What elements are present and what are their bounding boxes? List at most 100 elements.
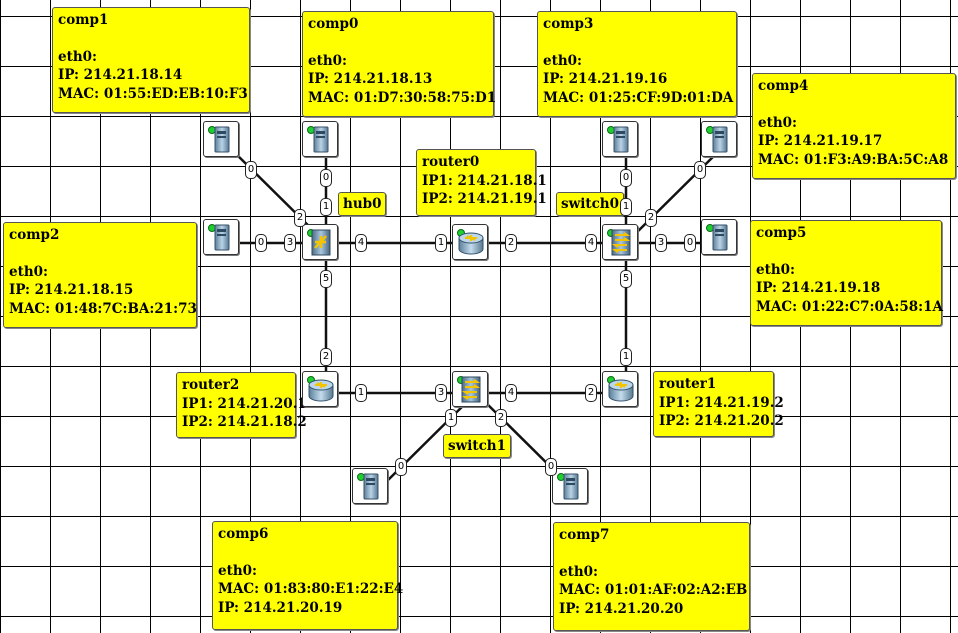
comp7-ip: IP: 214.21.20.20	[559, 600, 684, 617]
port-comp1: 0	[245, 161, 257, 179]
link-switch1-comp6	[375, 392, 477, 493]
router0-info: router0 IP1: 214.21.18.1 IP2: 214.21.19.…	[416, 149, 547, 216]
router2-name: router2	[182, 377, 240, 393]
port-router2-hub0: 2	[320, 348, 332, 366]
comp5-ip: IP: 214.21.19.18	[756, 280, 881, 297]
comp1-ip: IP: 214.21.18.14	[58, 67, 183, 84]
comp3-info: comp3 eth0: IP: 214.21.19.16 MAC: 01:25:…	[537, 11, 737, 117]
comp0-name: comp0	[308, 16, 359, 32]
hub0-node[interactable]	[302, 224, 338, 260]
comp1-mac: MAC: 01:55:ED:EB:10:F3	[58, 85, 248, 102]
comp6-iface: eth0:	[218, 562, 258, 579]
comp5-name: comp5	[756, 225, 807, 241]
port-comp3: 0	[620, 169, 632, 187]
port-router1-switch0: 1	[620, 348, 632, 366]
server-tower-icon	[712, 224, 728, 251]
comp5-info: comp5 eth0: IP: 214.21.19.18 MAC: 01:22:…	[750, 220, 943, 326]
router2-ip1: IP1: 214.21.20.1	[182, 395, 307, 412]
router1-node[interactable]	[602, 371, 638, 407]
comp3-ip: IP: 214.21.19.16	[543, 71, 668, 88]
comp4-mac: MAC: 01:F3:A9:BA:5C:A8	[758, 151, 949, 168]
comp1-node[interactable]	[203, 121, 239, 157]
router1-ip1: IP1: 214.21.19.2	[659, 394, 784, 411]
comp7-info: comp7 eth0: MAC: 01:01:AF:02:A2:EB IP: 2…	[553, 522, 750, 631]
port-switch1-comp7: 2	[495, 409, 507, 427]
comp4-node[interactable]	[701, 121, 737, 157]
port-comp7: 0	[545, 458, 557, 476]
comp3-node[interactable]	[602, 121, 638, 157]
link-comp4-switch0	[625, 144, 726, 244]
comp5-iface: eth0:	[756, 261, 796, 278]
comp2-mac: MAC: 01:48:7C:BA:21:73	[9, 300, 197, 317]
comp1-info: comp1 eth0: IP: 214.21.18.14 MAC: 01:55:…	[52, 7, 250, 113]
switch1-label: switch1	[443, 434, 512, 458]
port-comp6: 0	[395, 458, 407, 476]
port-switch0-comp5: 3	[655, 234, 667, 252]
comp1-name: comp1	[58, 12, 109, 28]
comp5-mac: MAC: 01:22:C7:0A:58:1A	[756, 298, 943, 315]
port-switch1-router2: 3	[435, 384, 447, 402]
comp6-name: comp6	[218, 526, 269, 542]
router0-node[interactable]	[452, 224, 488, 260]
comp6-mac: MAC: 01:83:80:E1:22:E4	[218, 581, 404, 598]
comp2-node[interactable]	[203, 219, 239, 255]
port-router0-hub0: 1	[435, 234, 447, 252]
server-tower-icon	[712, 126, 728, 153]
port-router1-switch1: 2	[585, 384, 597, 402]
router2-node[interactable]	[302, 371, 338, 407]
port-hub0-router0: 4	[355, 234, 367, 252]
comp2-ip: IP: 214.21.18.15	[9, 282, 134, 299]
comp4-iface: eth0:	[758, 114, 798, 131]
port-router0-switch0: 2	[505, 234, 517, 252]
server-tower-icon	[313, 126, 329, 153]
comp3-iface: eth0:	[543, 52, 583, 69]
port-hub0-router2: 5	[320, 270, 332, 288]
port-switch1-comp6: 1	[445, 409, 457, 427]
hub-icon	[311, 229, 331, 256]
comp0-node[interactable]	[302, 121, 338, 157]
switch0-node[interactable]	[602, 224, 638, 260]
port-switch1-router1: 4	[505, 384, 517, 402]
router0-name: router0	[422, 154, 480, 170]
comp7-iface: eth0:	[559, 563, 599, 580]
switch0-label: switch0	[556, 192, 625, 216]
server-tower-icon	[363, 473, 379, 500]
comp0-ip: IP: 214.21.18.13	[308, 71, 433, 88]
port-switch0-router1: 5	[620, 270, 632, 288]
comp0-mac: MAC: 01:D7:30:58:75:D1	[308, 89, 497, 106]
switch1-node[interactable]	[452, 371, 488, 407]
comp5-node[interactable]	[701, 219, 737, 255]
port-comp5: 0	[684, 234, 696, 252]
server-tower-icon	[563, 473, 579, 500]
comp1-iface: eth0:	[58, 48, 98, 65]
port-hub0-comp2: 3	[284, 234, 296, 252]
port-router2-switch1: 1	[355, 384, 367, 402]
port-hub0-comp1: 2	[294, 209, 306, 227]
comp4-info: comp4 eth0: IP: 214.21.19.17 MAC: 01:F3:…	[752, 73, 956, 179]
comp6-info: comp6 eth0: MAC: 01:83:80:E1:22:E4 IP: 2…	[212, 521, 404, 630]
comp7-node[interactable]	[552, 468, 588, 504]
server-tower-icon	[613, 126, 629, 153]
comp3-name: comp3	[543, 16, 594, 32]
comp4-ip: IP: 214.21.19.17	[758, 133, 883, 150]
comp6-node[interactable]	[352, 468, 388, 504]
router2-ip2: IP2: 214.21.18.2	[182, 414, 307, 431]
port-switch0-comp3: 1	[620, 198, 632, 216]
router1-info: router1 IP1: 214.21.19.2 IP2: 214.21.20.…	[653, 371, 784, 437]
router-icon	[608, 379, 634, 402]
router2-info: router2 IP1: 214.21.20.1 IP2: 214.21.18.…	[176, 372, 307, 438]
comp2-iface: eth0:	[9, 263, 49, 280]
switch-icon	[611, 229, 631, 256]
router-icon	[308, 379, 334, 402]
server-tower-icon	[214, 224, 230, 251]
comp4-name: comp4	[758, 78, 809, 94]
comp7-name: comp7	[559, 527, 610, 543]
port-switch0-comp4: 2	[645, 209, 657, 227]
comp0-iface: eth0:	[308, 52, 348, 69]
port-switch0-router0: 4	[585, 234, 597, 252]
comp2-info: comp2 eth0: IP: 214.21.18.15 MAC: 01:48:…	[3, 222, 197, 328]
router0-ip2: IP2: 214.21.19.1	[422, 191, 547, 208]
port-comp4: 0	[694, 161, 706, 179]
comp3-mac: MAC: 01:25:CF:9D:01:DA	[543, 89, 734, 106]
router0-ip1: IP1: 214.21.18.1	[422, 172, 547, 189]
